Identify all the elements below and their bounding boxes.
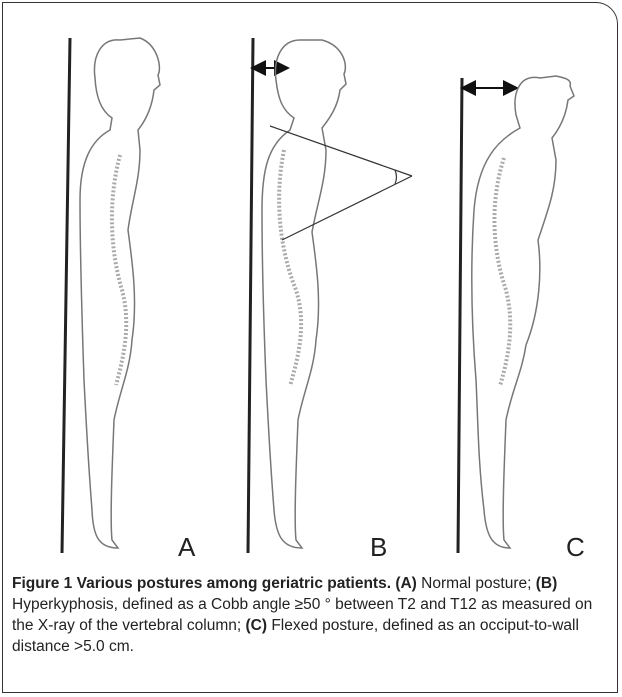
wall-line-b [248, 38, 253, 553]
spine-a [112, 155, 126, 385]
caption-b-tag: (B) [536, 575, 558, 592]
posture-figure: A B C [0, 0, 622, 560]
figure-caption: Figure 1 Various postures among geriatri… [12, 573, 612, 657]
panel-letter-c: C [566, 532, 585, 560]
panel-a: A [62, 38, 196, 560]
wall-line-a [62, 38, 70, 553]
spine-c [494, 158, 510, 386]
panel-letter-b: B [370, 532, 387, 560]
caption-a-text: Normal posture; [421, 575, 531, 592]
wall-line-c [458, 78, 462, 553]
panel-letter-a: A [178, 532, 196, 560]
caption-c-tag: (C) [245, 617, 267, 634]
cobb-angle-arc [395, 170, 396, 184]
cobb-line-lower [282, 176, 412, 240]
caption-label: Figure 1 [12, 575, 72, 592]
panel-c: C [458, 76, 585, 560]
spine-b [279, 150, 301, 386]
panel-b: B [248, 38, 412, 560]
silhouette-c [472, 76, 574, 548]
silhouette-a [80, 38, 160, 548]
caption-title: Various postures among geriatric patient… [77, 575, 391, 592]
caption-a-tag: (A) [395, 575, 417, 592]
silhouette-b [262, 40, 346, 548]
cobb-line-upper [270, 126, 412, 176]
